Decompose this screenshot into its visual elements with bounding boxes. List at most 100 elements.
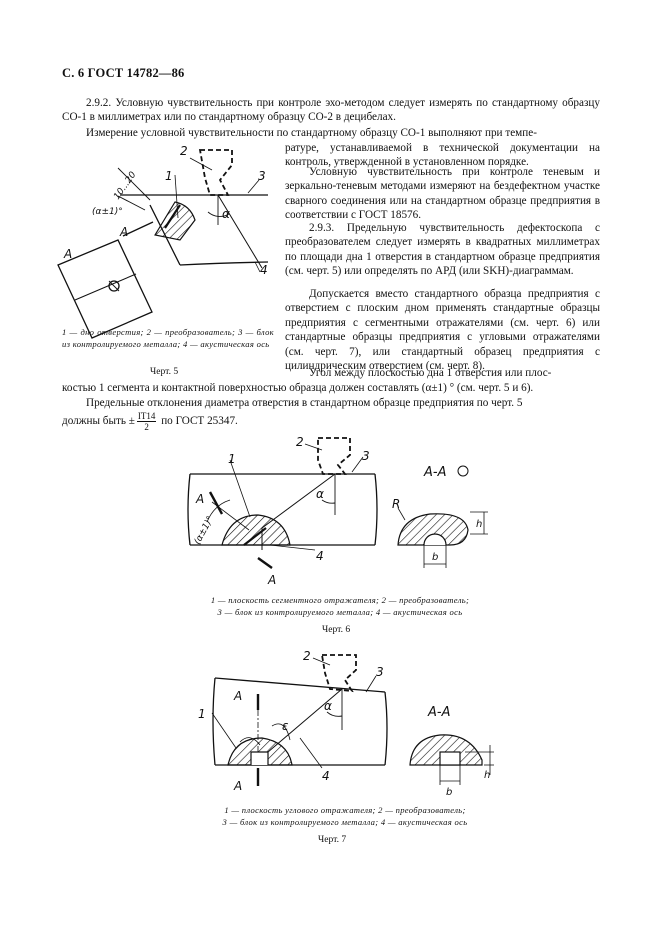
- paragraph-angle-first-line: Угол между плоскостью дна 1 отверстия ил…: [309, 367, 552, 379]
- fig7-section-title: А-А: [427, 705, 450, 720]
- figure-5-labels: 2 1 3 4 α 10...20 (α±1)° A A: [63, 144, 268, 277]
- fig6-h-label: h: [476, 519, 482, 530]
- figure-7-drawing: [211, 654, 494, 786]
- tolerance-numerator: IT14: [136, 411, 157, 422]
- fig6-caption-line-1: 1 — плоскость сегментного отражателя; 2 …: [210, 595, 470, 605]
- figure-6-drawing: [187, 437, 488, 569]
- fig7-eps-arc-right: [271, 723, 291, 741]
- fig7-eps-arc-left: [239, 737, 261, 746]
- paragraph-shadow-method: Условную чувствительность при контроле т…: [285, 166, 600, 222]
- fig5-leader-2: [189, 157, 213, 171]
- fig6-angle-arc: [206, 499, 231, 523]
- fig6-section-a-2: A: [267, 573, 276, 587]
- fig6-block-left-break: [187, 473, 191, 546]
- fig6-title: Черт. 6: [322, 624, 351, 635]
- fig5-leader-1: [174, 174, 179, 219]
- fig6-leader-3: [351, 456, 364, 473]
- fig5-section-a-1: A: [119, 225, 128, 239]
- fig7-label-4: 4: [322, 769, 330, 783]
- fig7-h-label: h: [484, 770, 490, 781]
- fig7-label-3: 3: [376, 665, 384, 679]
- fig7-alpha-arc: [326, 711, 343, 717]
- fig6-caption-line-2: 3 — блок из контролируемого металла; 4 —…: [217, 607, 463, 617]
- fig7-section-a-2: A: [233, 779, 242, 793]
- fig7-section-notch: [439, 751, 461, 766]
- fig5-hole-symbol-icon: [108, 280, 120, 292]
- fig7-title: Черт. 7: [318, 834, 347, 845]
- fig5-dim-label: 10...20: [112, 170, 138, 202]
- fig6-section-marker-top: [208, 491, 224, 515]
- fig5-section-arrow: [122, 221, 154, 237]
- fig6-label-2: 2: [296, 435, 304, 449]
- fig6-section-rotation-icon: [457, 465, 469, 477]
- fig6-section-marker-bottom: [257, 557, 273, 569]
- fig5-leader-3: [247, 179, 260, 194]
- fig6-r-leader: [397, 507, 406, 521]
- fig6-segment-hatched: [221, 514, 291, 546]
- fig6-section-a-1: A: [195, 492, 204, 506]
- fig6-angle-label: (α±1)°: [193, 515, 216, 547]
- fig6-section-title: А-А: [423, 465, 446, 480]
- fig7-leader-4: [299, 737, 323, 769]
- fig6-section-line-top: [211, 501, 250, 531]
- fig5-angle-label: (α±1)°: [92, 207, 123, 217]
- fig5-hole-cross: [108, 280, 120, 292]
- fig7-block-right-break: [384, 691, 388, 766]
- paragraph-instead: Допускается вместо стандартного образца …: [285, 288, 600, 373]
- fig6-label-1: 1: [228, 452, 236, 466]
- fig6-section-hole: [423, 533, 447, 546]
- fig5-section-a-2: A: [63, 247, 72, 261]
- figure-7-labels: 2 1 3 4 A A α ε А-А h b: [198, 649, 490, 798]
- fig5-acoustic-axis: [217, 194, 263, 269]
- fig6-label-3: 3: [362, 449, 370, 463]
- figure-5-drawing: [57, 149, 269, 339]
- fig5-label-4: 4: [260, 263, 268, 277]
- paragraph-co1-continued: ратуре, устанавливаемой в технической до…: [285, 142, 600, 169]
- fig5-angle-leader: [117, 195, 146, 211]
- fig7-acoustic-axis: [267, 688, 343, 753]
- paragraph-2-9-2: 2.9.2. Условную чувствительность при кон…: [62, 97, 600, 124]
- fig7-alpha: α: [324, 699, 332, 713]
- tolerance-denominator: 2: [144, 422, 149, 432]
- fig5-label-2: 2: [180, 144, 188, 158]
- tolerance-suffix: по ГОСТ 25347.: [161, 415, 238, 428]
- fig7-leader-1: [211, 712, 237, 749]
- fig7-label-1: 1: [198, 707, 206, 721]
- tolerance-prefix: должны быть ±: [62, 415, 135, 428]
- fig5-label-3: 3: [258, 169, 266, 183]
- fig6-label-4: 4: [316, 549, 324, 563]
- fig7-caption-line-2: 3 — блок из контролируемого металла; 4 —…: [222, 817, 468, 827]
- fig6-leader-1: [229, 459, 251, 518]
- fig6-block-right-break: [374, 473, 378, 546]
- fig5-section-midline: [74, 273, 137, 301]
- fig7-corner-reflector: [250, 751, 269, 765]
- fig7-section-a-1: A: [233, 689, 242, 703]
- fig6-acoustic-axis: [261, 473, 336, 529]
- fig7-leader-3: [365, 675, 377, 693]
- fig7-block-left-break: [212, 677, 216, 766]
- fig6-alpha: α: [316, 487, 324, 501]
- fig5-label-1: 1: [165, 169, 173, 183]
- paragraph-angle-continued: костью 1 сегмента и контактной поверхнос…: [62, 382, 534, 394]
- fig5-hole-hatched: [154, 201, 196, 241]
- fig5-caption: 1 — дно отверстия; 2 — преобразователь; …: [62, 327, 274, 349]
- fig6-alpha-arc: [321, 499, 336, 504]
- fig7-b-label: b: [446, 787, 452, 798]
- fig7-label-2: 2: [303, 649, 311, 663]
- fig5-leader-4: [254, 261, 261, 273]
- fig5-section-view: [57, 239, 153, 339]
- fig5-title: Черт. 5: [150, 366, 179, 377]
- fig6-r-label: R: [392, 497, 400, 511]
- fig6-leader-4: [269, 544, 316, 551]
- fig7-eps: ε: [282, 719, 289, 733]
- fig7-transducer: [320, 654, 357, 693]
- fig6-section-view: [397, 513, 469, 546]
- fig5-alpha-arc: [207, 211, 230, 217]
- fig5-dim-line: [117, 167, 151, 201]
- fig6-transducer: [317, 437, 351, 475]
- fig7-section-view: [409, 734, 483, 766]
- fig7-leader-2: [312, 657, 331, 666]
